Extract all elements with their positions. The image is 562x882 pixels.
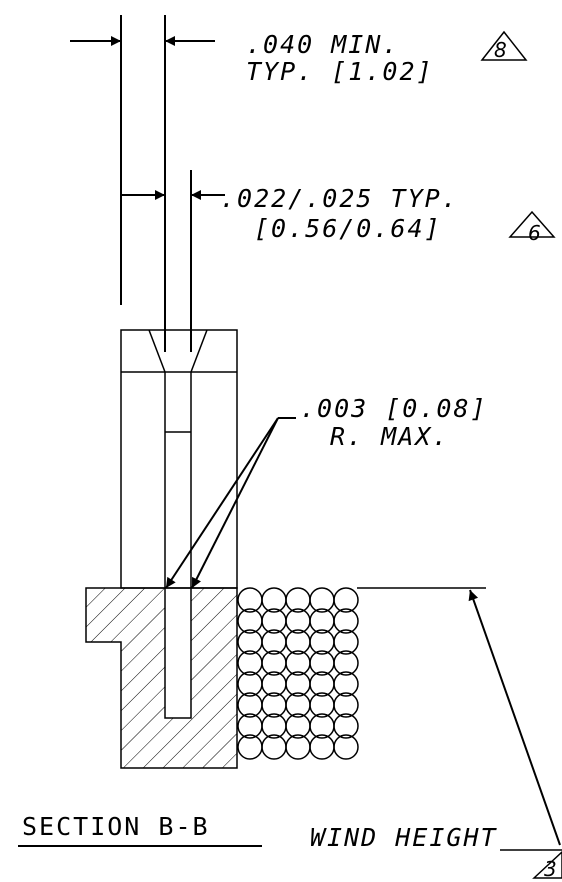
thickness-dimension: .022/.025 TYP. [0.56/0.64] 6 [121, 170, 556, 352]
min-gap-dimension: .040 MIN. TYP. [1.02] 8 [70, 15, 528, 305]
base-section-hatch [85, 587, 238, 769]
leader-arrow-2 [191, 417, 279, 589]
wire-strand [333, 734, 359, 760]
wire-strand [333, 587, 359, 613]
wire-strand [333, 671, 359, 697]
radius-line1: .003 [0.08] [300, 394, 488, 423]
wire-strand [333, 629, 359, 655]
wire-strand [333, 713, 359, 739]
housing-outline [120, 329, 238, 589]
radius-callout: .003 [0.08] R. MAX. [165, 394, 488, 589]
flag-note-6-label: 6 [528, 221, 541, 245]
leader-arrow-1 [165, 417, 279, 589]
wire-strand [333, 692, 359, 718]
flag-note-6-icon: 6 [508, 210, 556, 245]
radius-line2: R. MAX. [330, 422, 449, 451]
wire-strand [333, 650, 359, 676]
chamfer-left [148, 329, 166, 373]
wind-height-arrow [468, 589, 561, 846]
flag-note-8-label: 8 [494, 38, 507, 62]
thickness-line1: .022/.025 TYP. [220, 184, 459, 213]
wind-height-label: WIND HEIGHT [310, 823, 498, 852]
upper-housing [120, 329, 238, 589]
flag-note-8-icon: 8 [480, 30, 528, 62]
min-gap-line1: .040 MIN. [246, 30, 399, 59]
flag-note-3-label: 3 [544, 857, 557, 881]
wire-coil [237, 587, 359, 760]
hatched-base [85, 587, 238, 769]
thickness-line2: [0.56/0.64] [254, 214, 442, 243]
min-gap-line2: TYP. [1.02] [246, 57, 434, 86]
wind-height-callout: WIND HEIGHT 3 [310, 587, 562, 881]
section-title-text: SECTION B-B [22, 812, 210, 841]
wire-strand [333, 608, 359, 634]
flag-note-3-icon: 3 [532, 850, 562, 881]
section-title: SECTION B-B [18, 812, 262, 847]
chamfer-right [190, 329, 208, 373]
